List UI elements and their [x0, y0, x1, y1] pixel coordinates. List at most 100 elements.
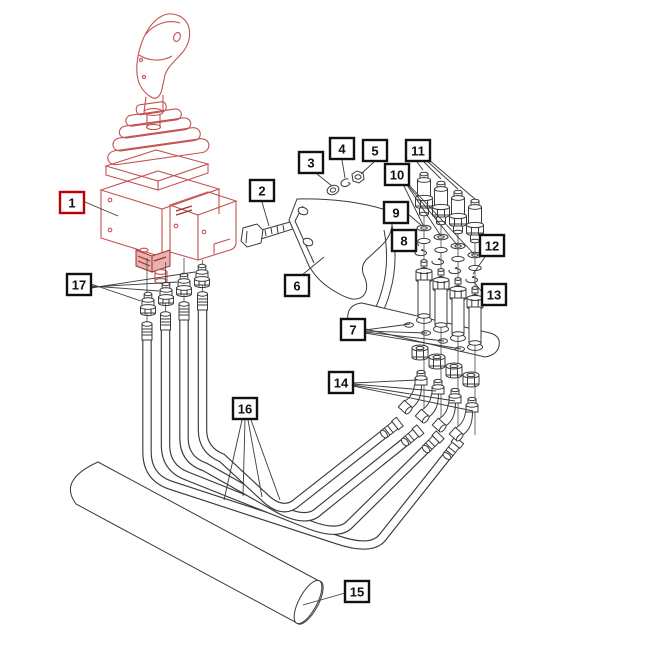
callout-number: 6 — [293, 279, 300, 294]
callout-number: 13 — [487, 288, 501, 303]
callout-10: 10 — [383, 162, 476, 256]
support-tube — [69, 461, 324, 625]
callout-leader-line — [90, 271, 196, 289]
callout-box — [65, 272, 93, 297]
callout-leader-line — [341, 159, 346, 179]
callout-number: 2 — [258, 184, 265, 199]
callout-8: 8 — [390, 228, 420, 253]
grip-button — [173, 31, 181, 43]
lock-washer-4 — [340, 178, 351, 187]
callout-leader-line — [407, 213, 422, 226]
callout-number: 8 — [400, 234, 407, 249]
hose-end-fitting — [398, 424, 425, 449]
callout-leader-line — [473, 281, 483, 293]
mounting-bracket — [288, 198, 396, 323]
callout-box — [248, 178, 276, 203]
callout-15: 15 — [302, 579, 371, 606]
callout-6: 6 — [283, 256, 325, 298]
callout-box — [339, 317, 367, 342]
hose-crimp-end — [178, 301, 190, 321]
hose-1 — [142, 340, 451, 550]
callout-leader-line — [352, 384, 456, 402]
callout-box — [480, 282, 508, 307]
callout-leader-line — [90, 285, 160, 292]
callout-leader-line — [242, 419, 246, 497]
callout-leader-line — [364, 323, 411, 331]
hose-end-fitting — [440, 436, 465, 462]
callout-number: 7 — [349, 323, 356, 338]
callout-box — [383, 162, 411, 187]
callout-number: 12 — [485, 239, 499, 254]
callout-box — [297, 150, 325, 175]
callout-box — [361, 138, 389, 163]
callout-box — [58, 190, 86, 215]
callout-leader-line — [426, 160, 459, 190]
callout-number: 3 — [307, 156, 314, 171]
hose-crimp-end — [160, 311, 171, 331]
callout-leader-line — [423, 161, 442, 180]
callout-number: 15 — [350, 585, 364, 600]
hose-4 — [197, 310, 387, 513]
callout-5: 5 — [360, 138, 389, 175]
joystick-fitting — [158, 281, 174, 307]
callout-11: 11 — [404, 138, 476, 200]
callout-leader-line — [302, 592, 346, 606]
callout-4: 4 — [328, 136, 356, 179]
joystick-fitting — [176, 272, 192, 298]
hex-bolt — [240, 221, 294, 248]
callout-leader-line — [416, 161, 424, 171]
callout-number: 1 — [68, 196, 75, 211]
callout-box — [327, 370, 355, 395]
hose-group — [142, 310, 465, 550]
joystick-control — [99, 13, 238, 284]
callout-leader-line — [316, 173, 333, 187]
callout-number: 17 — [72, 278, 86, 293]
callout-number: 9 — [392, 206, 399, 221]
callout-number: 16 — [238, 402, 252, 417]
callout-leader-line — [364, 332, 462, 350]
callout-box — [478, 233, 506, 258]
callout-leader-line — [428, 159, 476, 200]
callout-box — [382, 200, 410, 225]
hose-end-fitting — [378, 416, 404, 441]
callout-number: 11 — [411, 144, 425, 159]
callout-1: 1 — [58, 190, 119, 217]
callout-number: 5 — [371, 144, 378, 159]
callout-leader-line — [352, 383, 437, 392]
callout-16: 16 — [223, 396, 281, 501]
callout-14: 14 — [327, 370, 474, 412]
callout-leader-line — [406, 183, 459, 247]
callout-leader-line — [261, 201, 270, 227]
callout-leader-line — [403, 185, 424, 226]
callout-box — [328, 136, 356, 161]
callout-leader-line — [352, 379, 418, 384]
callout-number: 10 — [390, 168, 404, 183]
callout-leader-line — [406, 182, 476, 256]
joystick-valve-body — [99, 170, 238, 261]
callout-17: 17 — [65, 271, 196, 302]
callout-9: 9 — [382, 200, 422, 226]
joystick-grip — [136, 13, 191, 99]
hose-end-fitting — [419, 430, 445, 456]
callout-box — [390, 228, 418, 253]
callout-leader-line — [360, 161, 375, 175]
joystick-port-block — [135, 247, 171, 284]
callout-leader-line — [364, 331, 445, 342]
callout-7: 7 — [339, 317, 462, 350]
joystick-boot — [107, 101, 210, 166]
callout-box — [283, 273, 311, 298]
callout-box — [343, 579, 371, 604]
callout-13: 13 — [473, 281, 508, 307]
callout-leader-line — [247, 419, 263, 498]
callout-12: 12 — [472, 233, 506, 275]
callout-leader-line — [250, 419, 281, 501]
callout-3: 3 — [297, 150, 333, 187]
callout-leader-line — [301, 256, 325, 276]
callout-leader-line — [364, 330, 428, 334]
callout-leader-line — [472, 256, 486, 275]
hose-crimp-end — [141, 321, 153, 341]
flat-washer-3 — [326, 184, 340, 196]
